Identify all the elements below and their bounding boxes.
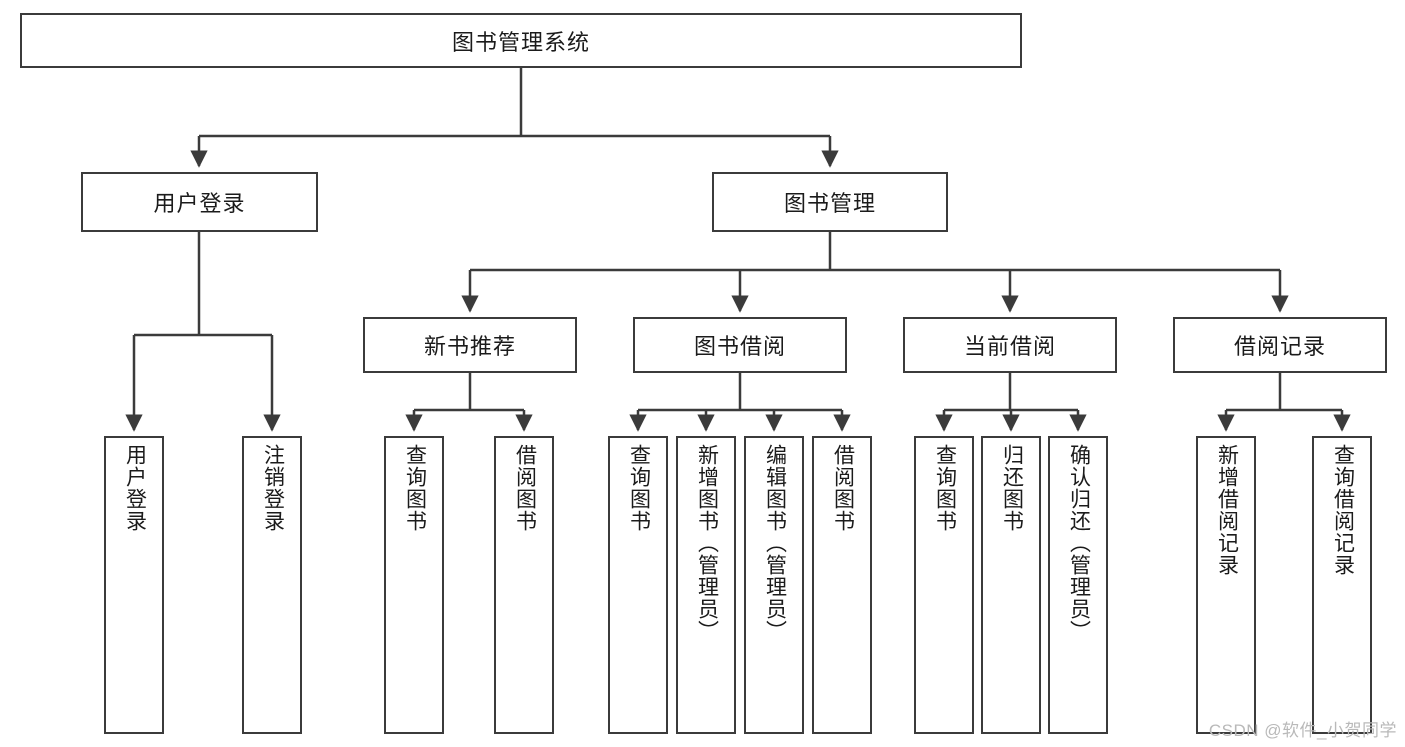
leaf-label: 借阅图书 [831, 444, 855, 532]
node-book-management[interactable]: 图书管理 [712, 172, 948, 232]
node-label: 新书推荐 [423, 334, 516, 359]
leaf-book-borrow-add[interactable]: 新增图书（管理员） [676, 436, 736, 734]
leaf-label: 用户登录 [123, 444, 147, 532]
leaf-label: 查询借阅记录 [1331, 444, 1355, 576]
leaf-label: 编辑图书（管理员） [763, 444, 787, 642]
leaf-new-book-query[interactable]: 查询图书 [384, 436, 444, 734]
node-new-book-recommend[interactable]: 新书推荐 [363, 317, 577, 373]
leaf-label: 查询图书 [627, 444, 651, 532]
leaf-user-login-login[interactable]: 用户登录 [104, 436, 164, 734]
watermark: CSDN @软件_小贺同学 [1208, 721, 1397, 740]
node-label: 图书管理系统 [451, 29, 590, 55]
node-book-borrow[interactable]: 图书借阅 [633, 317, 847, 373]
node-label: 用户登录 [153, 191, 246, 216]
node-label: 图书管理 [783, 191, 876, 216]
node-current-borrow[interactable]: 当前借阅 [903, 317, 1117, 373]
node-user-login[interactable]: 用户登录 [81, 172, 318, 232]
leaf-book-borrow-query[interactable]: 查询图书 [608, 436, 668, 734]
leaf-label: 查询图书 [403, 444, 427, 532]
leaf-current-borrow-query[interactable]: 查询图书 [914, 436, 974, 734]
leaf-label: 注销登录 [261, 444, 285, 532]
node-borrow-record[interactable]: 借阅记录 [1173, 317, 1387, 373]
leaf-label: 新增图书（管理员） [695, 444, 719, 642]
leaf-borrow-record-query[interactable]: 查询借阅记录 [1312, 436, 1372, 734]
node-label: 当前借阅 [963, 334, 1056, 359]
leaf-label: 借阅图书 [513, 444, 537, 532]
node-label: 图书借阅 [693, 334, 786, 359]
leaf-current-borrow-return[interactable]: 归还图书 [981, 436, 1041, 734]
leaf-label: 确认归还（管理员） [1067, 444, 1091, 642]
leaf-label: 归还图书 [1000, 444, 1024, 532]
leaf-user-login-logout[interactable]: 注销登录 [242, 436, 302, 734]
leaf-book-borrow-edit[interactable]: 编辑图书（管理员） [744, 436, 804, 734]
node-root-book-management-system[interactable]: 图书管理系统 [20, 13, 1022, 68]
leaf-borrow-record-add[interactable]: 新增借阅记录 [1196, 436, 1256, 734]
leaf-current-borrow-confirm-return[interactable]: 确认归还（管理员） [1048, 436, 1108, 734]
leaf-label: 新增借阅记录 [1215, 444, 1239, 576]
leaf-new-book-borrow[interactable]: 借阅图书 [494, 436, 554, 734]
node-label: 借阅记录 [1233, 334, 1326, 359]
leaf-label: 查询图书 [933, 444, 957, 532]
leaf-book-borrow-borrow[interactable]: 借阅图书 [812, 436, 872, 734]
